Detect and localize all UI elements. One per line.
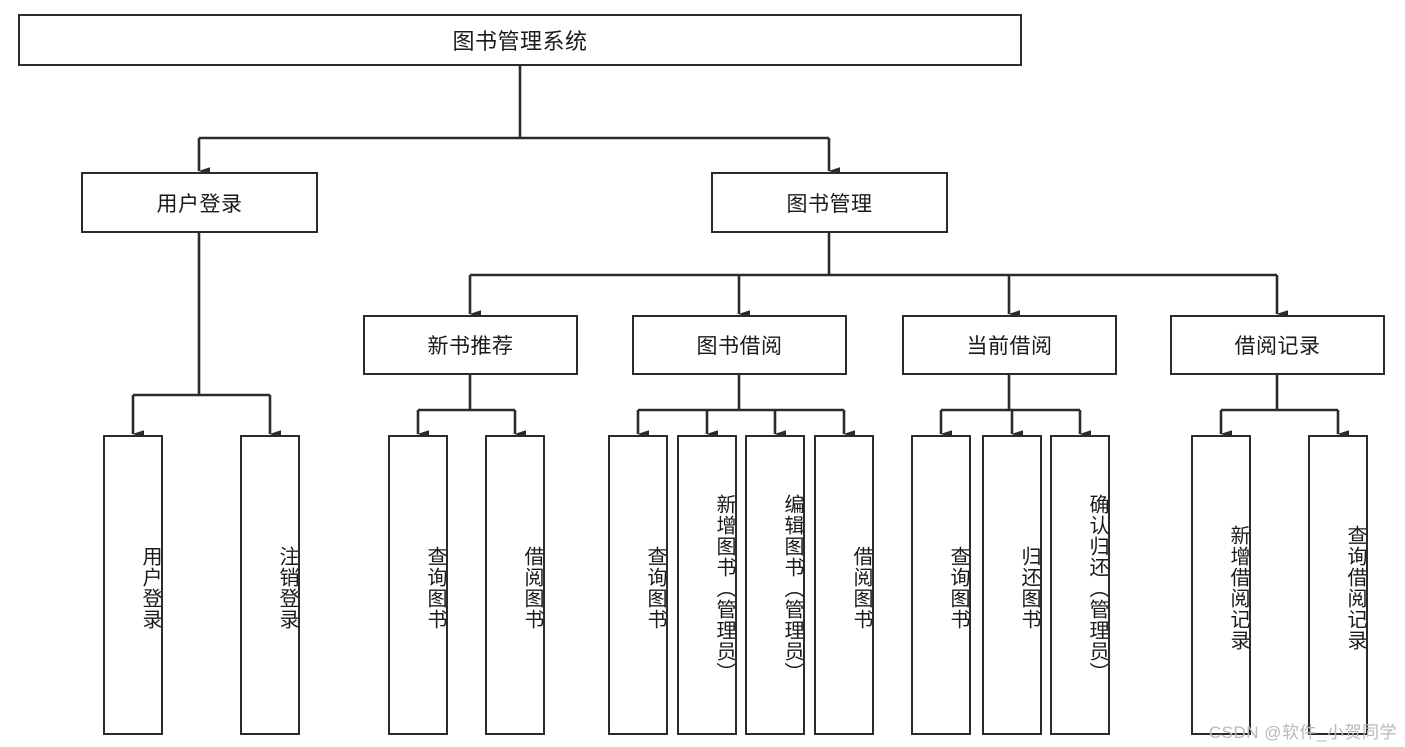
leaf-label: 新增借阅记录 bbox=[1227, 525, 1249, 651]
edges-user-login-to-leaves bbox=[131, 233, 281, 438]
node-level2-0[interactable]: 用户登录 bbox=[81, 172, 318, 233]
node-leaf-10[interactable]: 确认归还（管理员） bbox=[1050, 435, 1110, 735]
leaf-label: 借阅图书 bbox=[521, 546, 543, 630]
node-level3-0[interactable]: 新书推荐 bbox=[363, 315, 578, 375]
edges-level3-to-leaves bbox=[416, 375, 1349, 438]
node-leaf-9[interactable]: 归还图书 bbox=[982, 435, 1042, 735]
node-level3-2[interactable]: 当前借阅 bbox=[902, 315, 1117, 375]
leaf-label: 查询图书 bbox=[644, 546, 666, 630]
node-level2-1[interactable]: 图书管理 bbox=[711, 172, 948, 233]
node-leaf-4[interactable]: 查询图书 bbox=[608, 435, 668, 735]
leaf-label: 借阅图书 bbox=[850, 546, 872, 630]
node-leaf-0[interactable]: 用户登录 bbox=[103, 435, 163, 735]
leaf-label: 用户登录 bbox=[139, 546, 161, 630]
leaf-label: 查询图书 bbox=[424, 546, 446, 630]
node-leaf-2[interactable]: 查询图书 bbox=[388, 435, 448, 735]
node-leaf-3[interactable]: 借阅图书 bbox=[485, 435, 545, 735]
leaf-label: 确认归还（管理员） bbox=[1086, 493, 1108, 683]
node-leaf-5[interactable]: 新增图书（管理员） bbox=[677, 435, 737, 735]
leaf-label: 新增图书（管理员） bbox=[713, 493, 735, 683]
node-leaf-11[interactable]: 新增借阅记录 bbox=[1191, 435, 1251, 735]
leaf-label: 注销登录 bbox=[276, 546, 298, 630]
node-leaf-6[interactable]: 编辑图书（管理员） bbox=[745, 435, 805, 735]
leaf-label: 编辑图书（管理员） bbox=[781, 493, 803, 683]
node-leaf-7[interactable]: 借阅图书 bbox=[814, 435, 874, 735]
node-leaf-8[interactable]: 查询图书 bbox=[911, 435, 971, 735]
node-level3-3[interactable]: 借阅记录 bbox=[1170, 315, 1385, 375]
csdn-watermark: CSDN @软件_小贺同学 bbox=[1208, 723, 1397, 742]
node-leaf-12[interactable]: 查询借阅记录 bbox=[1308, 435, 1368, 735]
node-root-system[interactable]: 图书管理系统 bbox=[18, 14, 1022, 66]
leaf-label: 查询借阅记录 bbox=[1344, 525, 1366, 651]
edges-level2-to-level3 bbox=[468, 233, 1288, 318]
node-level3-1[interactable]: 图书借阅 bbox=[632, 315, 847, 375]
leaf-label: 归还图书 bbox=[1018, 546, 1040, 630]
node-leaf-1[interactable]: 注销登录 bbox=[240, 435, 300, 735]
edges-root-to-level2 bbox=[197, 66, 840, 175]
leaf-label: 查询图书 bbox=[947, 546, 969, 630]
